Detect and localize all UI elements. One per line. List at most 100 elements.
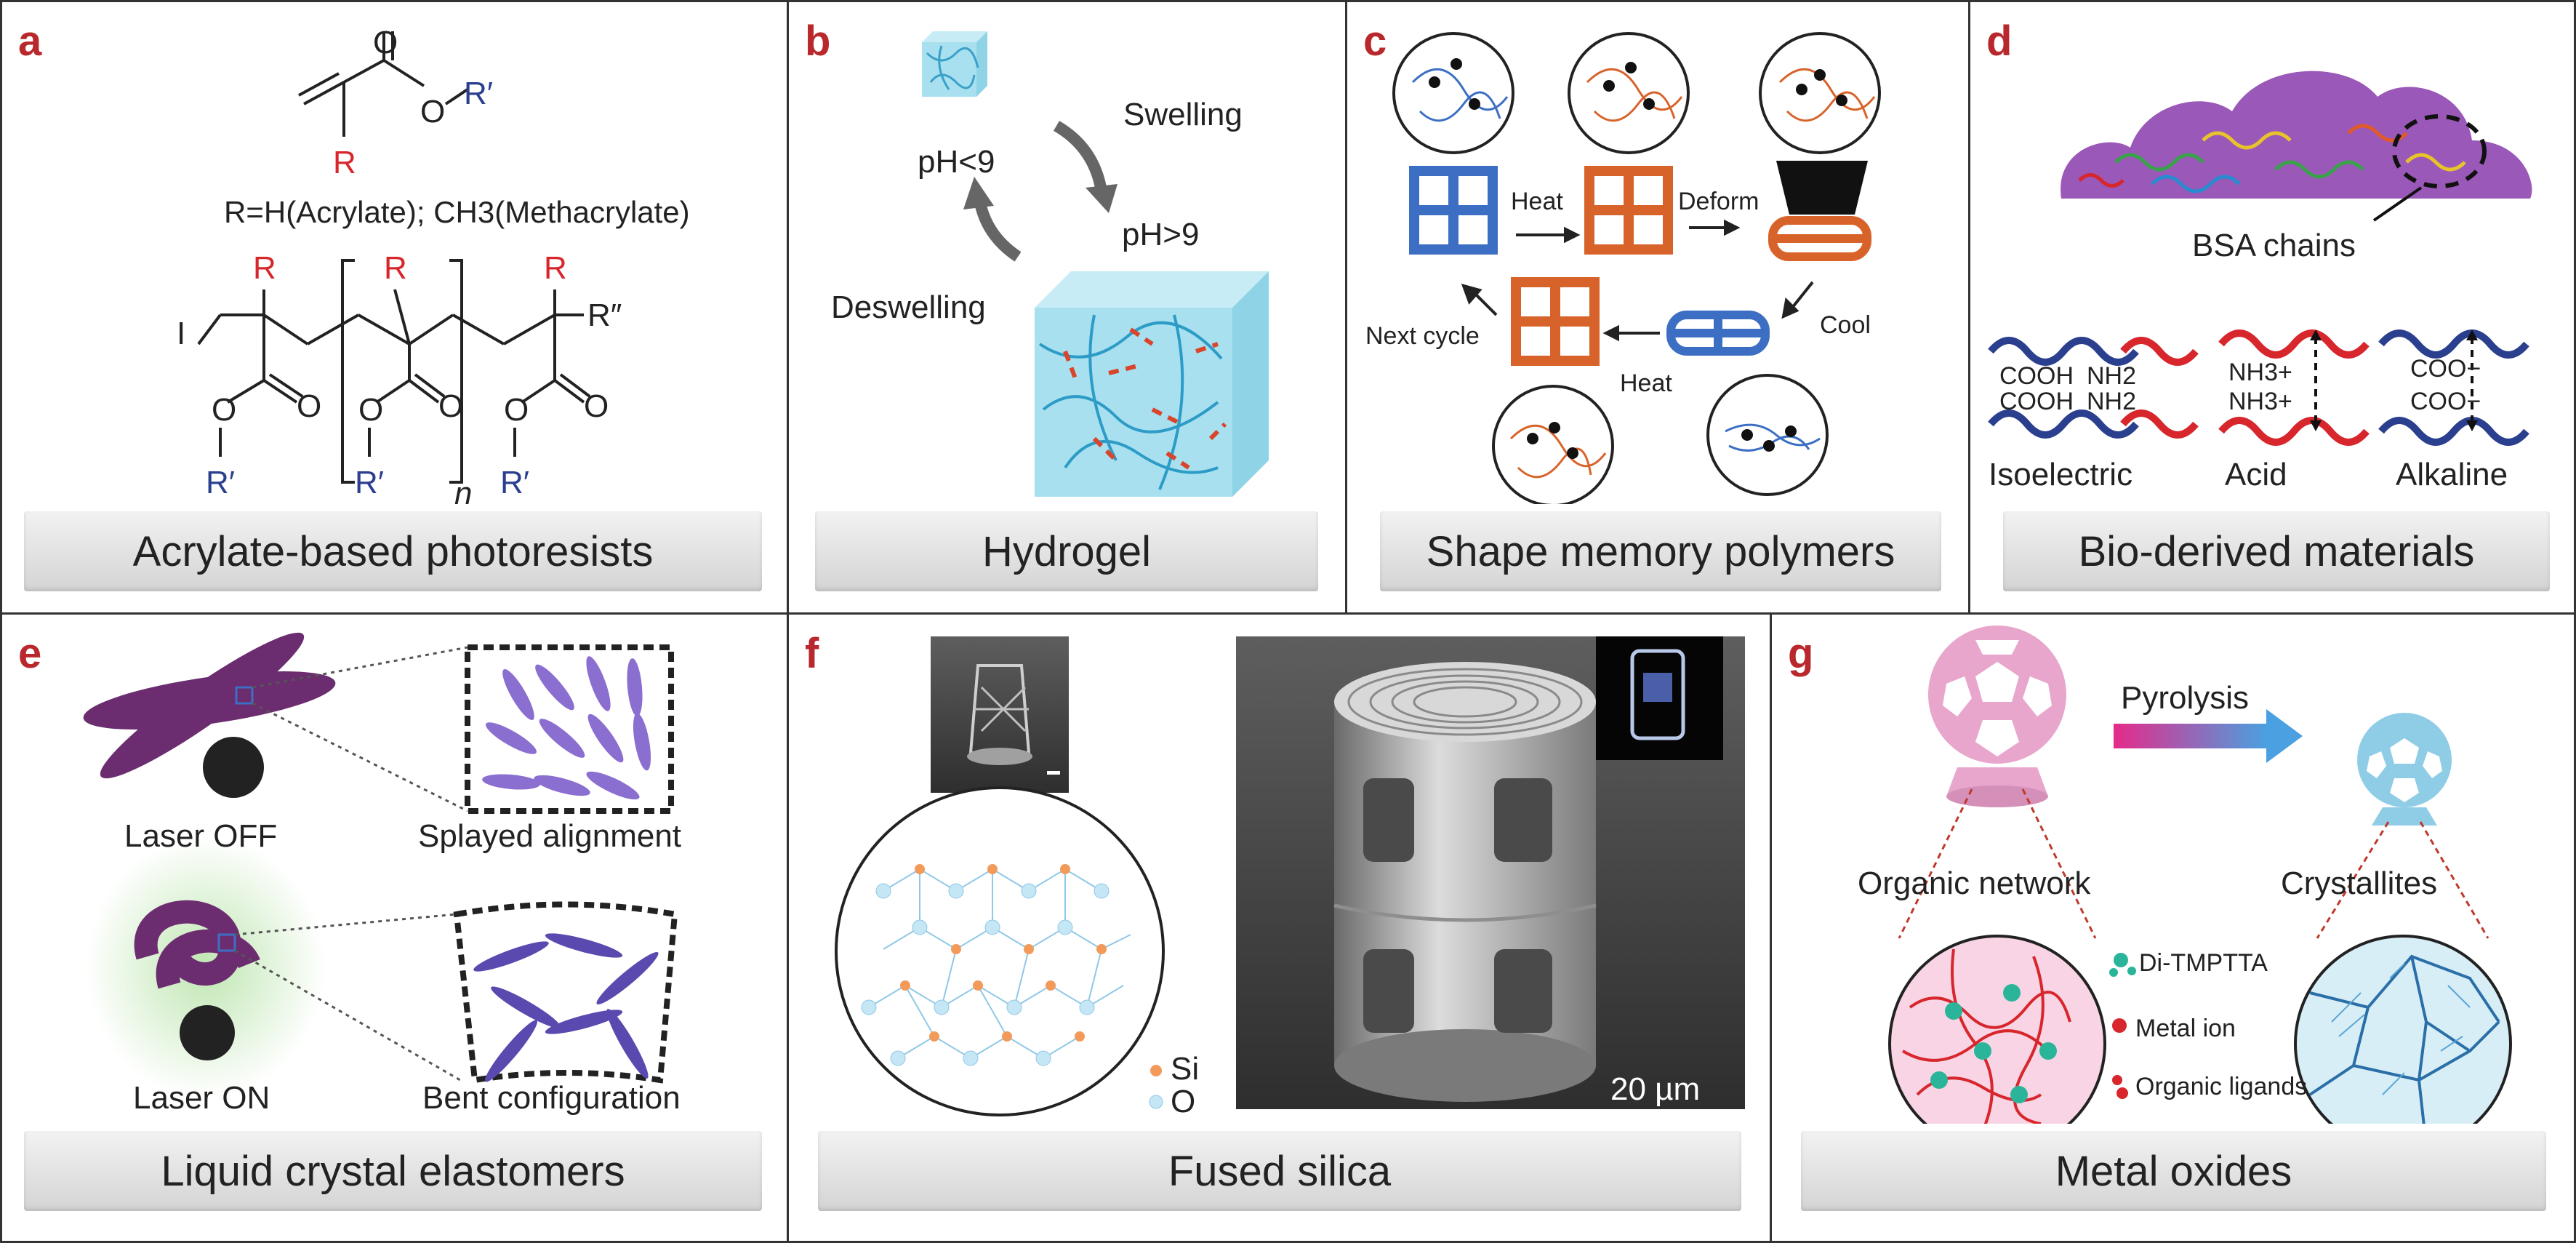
bsa-chains-label: BSA chains — [2192, 228, 2356, 263]
press-block — [1776, 161, 1868, 215]
large-hydrogel-cube — [1035, 271, 1269, 497]
atom-label: R — [253, 250, 276, 286]
o-legend-dot — [1149, 1095, 1163, 1109]
atom-label: R′ — [500, 465, 529, 500]
laser-on-label: Laser ON — [133, 1080, 270, 1116]
lce-illustration — [83, 632, 678, 1098]
heat-label: Heat — [1511, 188, 1563, 215]
panel-d: d B — [1968, 0, 2576, 615]
pyrolysis-label: Pyrolysis — [2121, 680, 2250, 716]
atom-label: R′ — [206, 465, 235, 500]
next-cycle-label: Next cycle — [1365, 322, 1480, 350]
panel-letter: a — [18, 17, 42, 65]
ph-low-label: pH<9 — [918, 144, 995, 180]
cylinder-structure — [1333, 662, 1597, 1102]
nh3-label: NH3+ — [2228, 359, 2292, 386]
crystallites-circle — [2294, 935, 2512, 1124]
caption-silica: Fused silica — [818, 1131, 1741, 1211]
swelling-label: Swelling — [1123, 97, 1243, 132]
silica-lattice-circle — [835, 786, 1165, 1116]
lattice-photo — [931, 636, 1069, 793]
panel-letter: d — [1986, 17, 2013, 65]
laser-off-label: Laser OFF — [124, 818, 278, 854]
bent-configuration-label: Bent configuration — [422, 1080, 681, 1116]
cool-label: Cool — [1820, 311, 1871, 339]
atom-label: I — [177, 316, 185, 351]
nh3-label-2: NH3+ — [2228, 388, 2292, 415]
compressed-grid-orange — [1768, 216, 1871, 261]
small-hydrogel-cube — [922, 31, 987, 97]
splayed-alignment-box — [465, 644, 674, 814]
atom-label: O — [297, 388, 321, 424]
atom-label: O — [212, 392, 236, 428]
bent-configuration-box — [453, 901, 678, 1084]
caption-metal-oxides: Metal oxides — [1801, 1131, 2546, 1211]
organic-network-label: Organic network — [1858, 866, 2091, 901]
atom-label: n — [454, 476, 472, 504]
o-label: O — [1171, 1084, 1196, 1119]
organic-buckyball — [1928, 626, 2066, 807]
coo-label-2: COO− — [2410, 388, 2481, 415]
atom-label: O — [584, 388, 609, 424]
atom-label: R′ — [464, 76, 493, 111]
grid-orange — [1584, 166, 1673, 255]
panel-c: c — [1345, 0, 1970, 615]
acrylate-monomer-structure: O O R′ R I R R R R″ O O O O O O R′ R′ R′… — [177, 25, 622, 504]
fused-silica-illustration — [835, 636, 1745, 1119]
di-tmpttta-label: Di-TMPTTA — [2139, 949, 2268, 977]
caption-acrylate: Acrylate-based photoresists — [24, 511, 762, 591]
deswelling-arrow — [974, 197, 1022, 262]
compressed-grid-blue — [1666, 311, 1770, 356]
di-tmpttta-icon — [2109, 953, 2136, 977]
panel-letter: f — [805, 630, 819, 677]
caption-bio: Bio-derived materials — [2003, 511, 2550, 591]
caption-smp: Shape memory polymers — [1380, 511, 1941, 591]
atom-label: O — [438, 388, 463, 424]
nh2-label-2: NH2 — [2087, 388, 2137, 415]
r-definition: R=H(Acrylate); CH3(Methacrylate) — [224, 195, 690, 229]
isoelectric-label: Isoelectric — [1989, 457, 2133, 492]
atom-label: O — [358, 392, 383, 428]
si-legend-dot — [1150, 1065, 1162, 1076]
atom-label: O — [420, 94, 445, 129]
grid-orange-2 — [1511, 277, 1600, 366]
panel-a: a — [0, 0, 789, 615]
atom-label: R — [384, 250, 407, 286]
organic-ligands-label: Organic ligands — [2135, 1073, 2308, 1100]
metal-ion-label: Metal ion — [2135, 1015, 2236, 1042]
deform-label: Deform — [1678, 188, 1760, 215]
atom-label: O — [504, 392, 529, 428]
caption-lce: Liquid crystal elastomers — [24, 1131, 762, 1211]
polymer-network-circle — [1392, 32, 1514, 154]
organic-ligand-icon — [2112, 1075, 2128, 1099]
shape-memory-cycle — [1392, 32, 1881, 504]
lce-film-flat — [83, 632, 336, 779]
metal-oxide-illustration — [1888, 626, 2512, 1124]
crystallites-label: Crystallites — [2281, 866, 2438, 901]
polymer-network-circle — [1759, 32, 1881, 154]
acid-label: Acid — [2225, 457, 2287, 492]
panel-f: f — [787, 612, 1772, 1243]
panel-letter: b — [805, 17, 831, 65]
splayed-alignment-label: Splayed alignment — [418, 818, 682, 854]
organic-network-circle — [1888, 935, 2106, 1124]
panel-letter: g — [1788, 630, 1814, 677]
panel-e: e — [0, 612, 789, 1243]
alkaline-label: Alkaline — [2396, 457, 2508, 492]
polymer-network-circle — [1706, 374, 1829, 496]
hydrogel-illustration — [922, 31, 1269, 497]
panel-letter: e — [18, 630, 42, 677]
heat-label-2: Heat — [1620, 369, 1672, 397]
bsa-illustration — [1988, 71, 2532, 446]
grid-blue — [1409, 166, 1498, 255]
crystallite-buckyball — [2357, 713, 2452, 826]
ph-high-label: pH>9 — [1122, 217, 1200, 252]
panel-g: g — [1770, 612, 2576, 1243]
panel-letter: c — [1363, 17, 1387, 65]
swelling-arrow — [1053, 121, 1107, 193]
wave-red-top — [2120, 337, 2199, 366]
coo-label: COO− — [2410, 355, 2481, 383]
caption-hydrogel: Hydrogel — [815, 511, 1318, 591]
atom-label: R″ — [587, 297, 622, 333]
cooh-label-2: COOH — [1999, 388, 2074, 415]
